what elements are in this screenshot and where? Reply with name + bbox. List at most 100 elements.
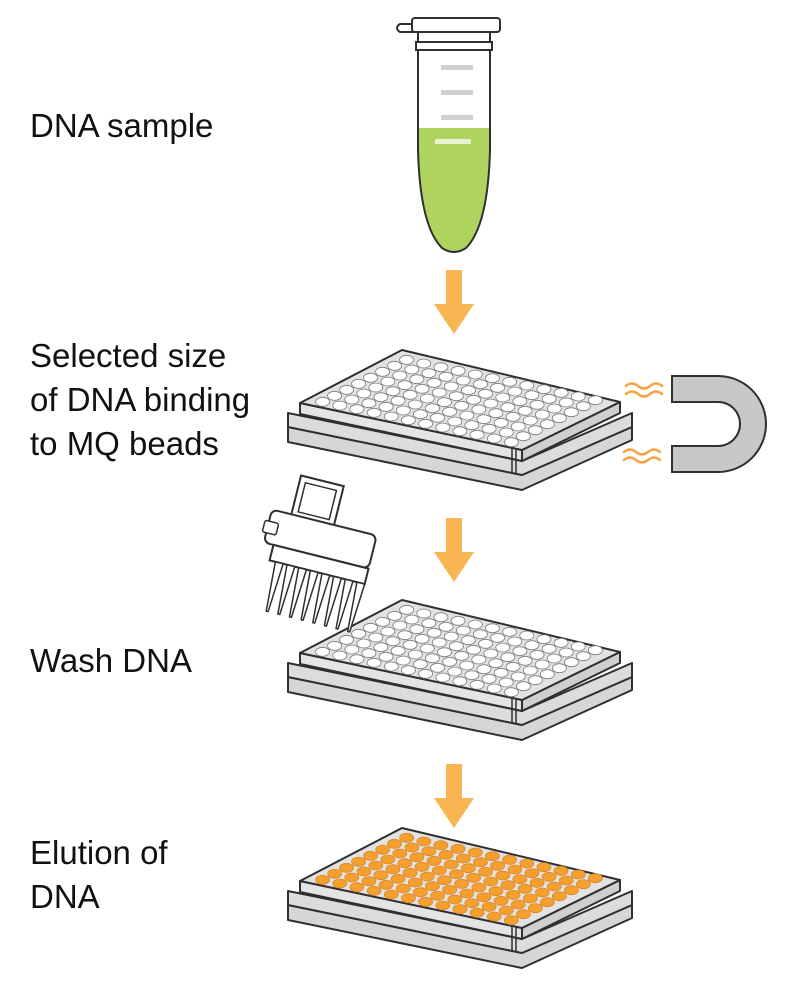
- well: [558, 875, 574, 886]
- well: [339, 634, 355, 645]
- well: [464, 898, 480, 909]
- well: [404, 842, 420, 853]
- well: [528, 425, 543, 436]
- well: [552, 413, 567, 424]
- well: [466, 872, 482, 883]
- well: [438, 849, 454, 860]
- well: [481, 901, 497, 912]
- well: [488, 886, 504, 897]
- well: [339, 862, 355, 873]
- pipette-tip: [300, 569, 319, 622]
- well: [361, 648, 377, 659]
- well: [351, 856, 367, 867]
- well: [478, 638, 494, 649]
- well: [452, 676, 468, 687]
- well: [419, 643, 435, 654]
- well: [450, 843, 466, 854]
- well: [442, 656, 458, 667]
- well: [519, 380, 535, 391]
- well: [443, 381, 459, 392]
- well: [541, 871, 557, 882]
- well: [368, 382, 384, 393]
- well: [368, 632, 384, 643]
- step-label-binding: Selected size of DNA binding to MQ beads: [30, 334, 250, 466]
- well: [400, 665, 416, 676]
- well: [385, 636, 401, 647]
- well: [433, 362, 449, 373]
- well: [503, 437, 519, 448]
- well: [327, 390, 343, 401]
- well: [383, 661, 399, 672]
- well: [493, 417, 509, 428]
- well: [505, 661, 521, 672]
- well: [383, 889, 399, 900]
- well: [564, 885, 579, 896]
- well: [540, 669, 555, 680]
- well: [424, 881, 440, 892]
- well: [460, 385, 476, 396]
- well: [424, 653, 440, 664]
- well: [500, 880, 516, 891]
- well: [383, 411, 399, 422]
- well: [500, 402, 516, 413]
- well: [490, 860, 506, 871]
- well: [553, 865, 569, 876]
- well: [356, 638, 372, 649]
- well-plate-icon: [287, 349, 633, 491]
- well: [443, 859, 459, 870]
- well: [448, 391, 464, 402]
- well: [361, 876, 377, 887]
- well: [344, 644, 360, 655]
- well: [507, 636, 523, 647]
- well: [399, 832, 415, 843]
- well: [505, 889, 521, 900]
- well: [529, 399, 545, 410]
- well: [380, 854, 396, 865]
- well: [486, 433, 502, 444]
- well: [332, 878, 348, 889]
- well: [546, 881, 562, 892]
- well: [431, 387, 447, 398]
- well: [552, 663, 567, 674]
- well: [502, 626, 518, 637]
- well: [356, 866, 372, 877]
- well: [416, 836, 432, 847]
- well: [541, 393, 557, 404]
- well: [402, 389, 418, 400]
- well: [421, 368, 437, 379]
- well: [576, 879, 591, 890]
- well: [512, 646, 528, 657]
- well: [498, 427, 514, 438]
- down-arrow-icon: [434, 518, 474, 582]
- well: [426, 855, 442, 866]
- well: [546, 653, 562, 664]
- well: [435, 672, 451, 683]
- well: [447, 416, 463, 427]
- multichannel-pipette-icon: [261, 474, 377, 633]
- well: [418, 418, 434, 429]
- well: [517, 655, 533, 666]
- well: [483, 398, 499, 409]
- well: [481, 423, 497, 434]
- well: [495, 392, 511, 403]
- well: [486, 911, 502, 922]
- pipette-tip: [288, 566, 308, 619]
- label-line: DNA: [30, 878, 100, 915]
- well: [472, 857, 488, 868]
- well: [476, 414, 492, 425]
- well: [452, 426, 468, 437]
- well: [469, 679, 485, 690]
- well: [519, 630, 535, 641]
- well: [435, 900, 451, 911]
- well: [553, 387, 569, 398]
- well: [443, 631, 459, 642]
- well: [488, 658, 504, 669]
- well: [472, 379, 488, 390]
- well: [430, 890, 446, 901]
- well: [373, 642, 389, 653]
- label-line: Selected size: [30, 337, 227, 374]
- well: [483, 876, 499, 887]
- well-plate-icon: [287, 599, 633, 741]
- pipette-tip: [335, 578, 354, 630]
- well: [424, 403, 440, 414]
